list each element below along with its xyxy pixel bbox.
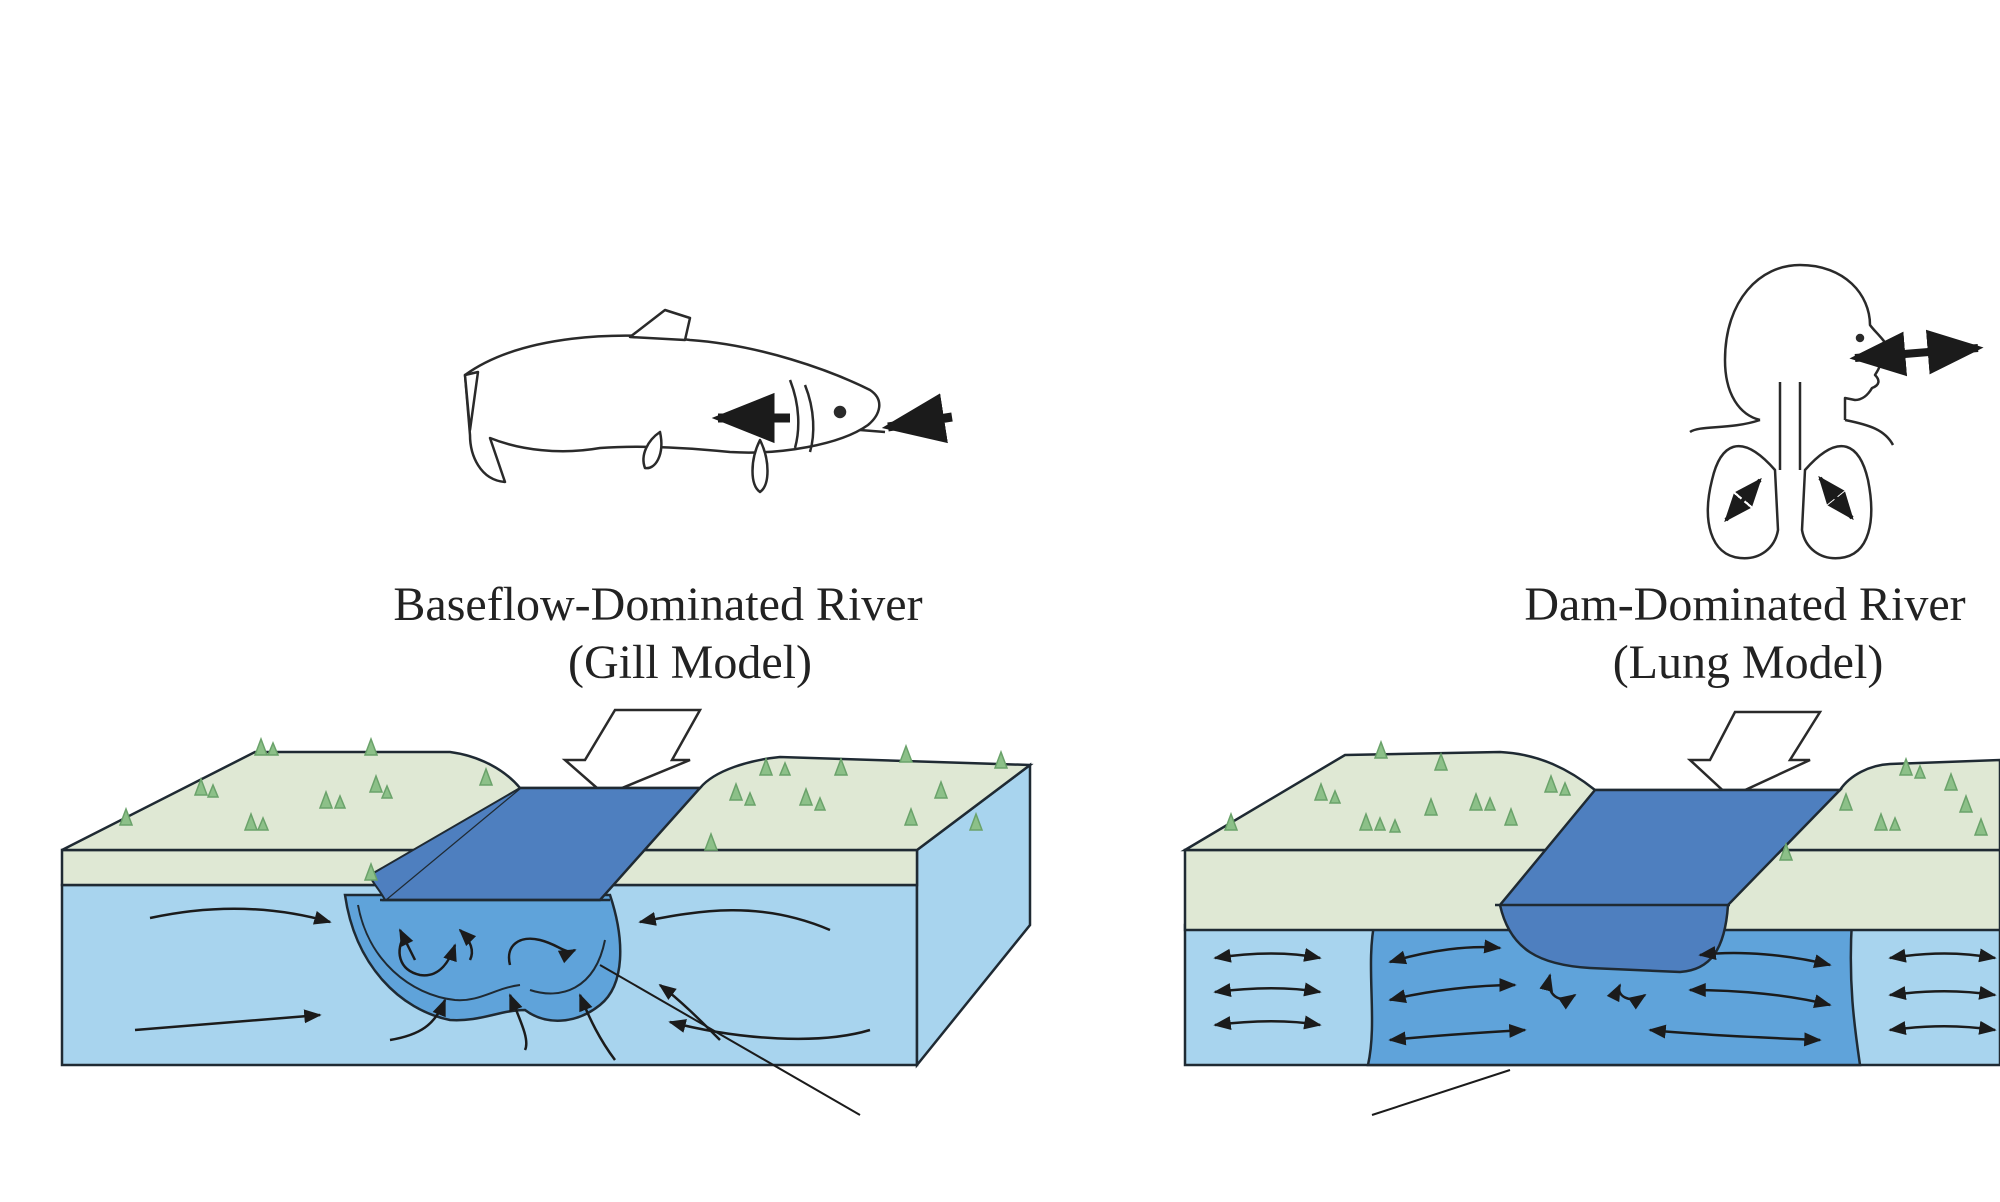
leader-line	[599, 964, 861, 1116]
lung-model-title: Dam-Dominated River	[1524, 578, 1965, 631]
grass-tufts	[118, 736, 1009, 881]
lung-model-panel: Dam-Dominated River (Lung Model)	[1180, 263, 2000, 1116]
human-lungs-icon	[1689, 263, 1895, 560]
lung-model-subtitle: (Lung Model)	[1613, 636, 1884, 689]
grass-tufts-right	[1223, 739, 1989, 861]
gill-model-subtitle: (Gill Model)	[568, 636, 812, 689]
lung-airflow-arrows	[1724, 475, 1854, 523]
inflow-block-arrow	[561, 708, 703, 797]
groundwater-flow-arrows	[134, 907, 871, 1061]
gill-model-title: Baseflow-Dominated River	[393, 578, 922, 631]
breathing-arrow	[1849, 329, 1984, 377]
leader-line-right	[1371, 1069, 1511, 1116]
gill-model-panel: Baseflow-Dominated River (Gill Model)	[60, 308, 1034, 1116]
inflow-block-arrow-right	[1686, 710, 1823, 799]
fish-intake-arrow	[881, 393, 953, 444]
hyporheic-zone	[343, 893, 622, 1022]
fish-icon	[463, 308, 886, 494]
river-channel-right	[1498, 788, 1843, 974]
bidirectional-flow-arrows	[1213, 939, 1997, 1047]
